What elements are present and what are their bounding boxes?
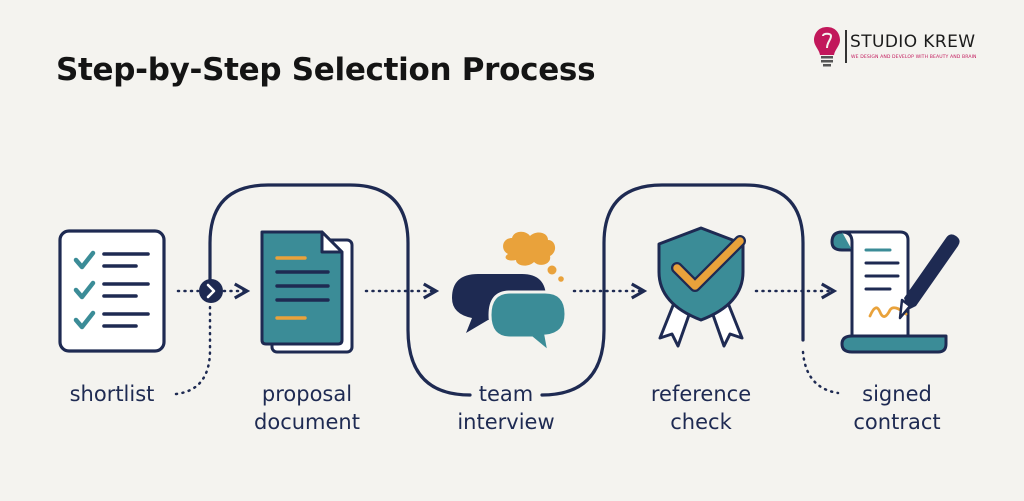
step-label-reference-check: reference check (650, 382, 752, 434)
step-label-proposal-document: proposal document (254, 382, 360, 434)
step-label-shortlist: shortlist (69, 382, 155, 406)
connector-arch-2 (540, 183, 805, 397)
dotted-connector-4b (801, 350, 840, 395)
fountain-pen-icon (898, 234, 960, 320)
logo-tagline: WE DESIGN AND DEVELOP WITH BEAUTY AND BR… (851, 55, 977, 60)
lightbulb-icon (814, 27, 840, 67)
chevron-right-icon (199, 279, 223, 303)
signed-scroll-icon (830, 230, 960, 354)
page-title: Step-by-Step Selection Process (56, 52, 596, 88)
logo-name: STUDIO KREW (850, 32, 976, 52)
document-icon (260, 230, 354, 354)
speech-bubbles-icon (452, 231, 568, 356)
step-label-team-interview: team interview (457, 382, 555, 434)
step-label-signed-contract: signed contract (853, 382, 941, 434)
connector-arch-1 (208, 183, 472, 397)
shield-check-icon (657, 226, 746, 348)
logo-divider (845, 30, 847, 63)
dotted-connector-1b (174, 304, 212, 396)
studio-krew-logo: STUDIO KREW WE DESIGN AND DEVELOP WITH B… (810, 24, 1010, 70)
checklist-icon (58, 229, 166, 353)
